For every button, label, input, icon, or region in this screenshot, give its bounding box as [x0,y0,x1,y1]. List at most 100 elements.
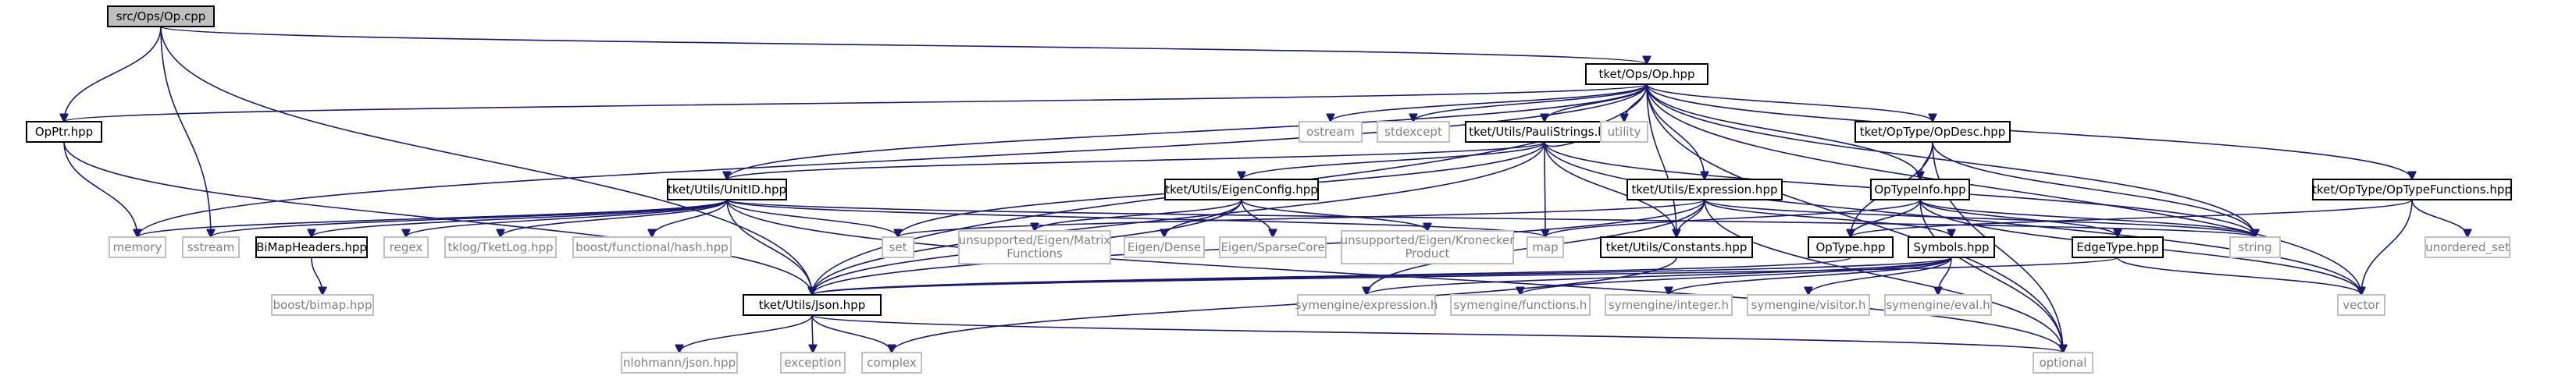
edge-eigencfg-to-eigensparse [1241,199,1273,237]
node-label: exception [784,356,841,370]
node-tket-utils-unitid-hpp[interactable]: tket/Utils/UnitID.hpp [667,179,787,200]
node-label: tklog/TketLog.hpp [447,240,553,254]
node-label: tket/OpType/OpTypeFunctions.hpp [2312,183,2512,197]
edge-unitid-to-set [726,199,898,237]
edge-optypefn-to-unordset [2411,199,2467,237]
edge-ophpp-to-stdexcept [1413,83,1648,122]
node-ostream: ostream [1299,121,1363,143]
node-box [444,236,557,258]
node-tket-utils-eigenconfig-hpp[interactable]: tket/Utils/EigenConfig.hpp [1164,179,1319,200]
node-label: symengine/integer.h [1609,298,1729,312]
edge-pauli-to-vector [1544,141,2361,295]
node-tket-optype-optypefunctions-hpp[interactable]: tket/OpType/OpTypeFunctions.hpp [2312,179,2512,200]
node-label: set [889,240,907,254]
node-box [1297,294,1436,316]
edge-optypeinfo-to-map [1545,199,1921,238]
node-box [667,179,787,200]
node-tket-utils-constants-hpp[interactable]: tket/Utils/Constants.hpp [1600,236,1753,258]
node-tket-optype-opdesc-hpp[interactable]: tket/OpType/OpDesc.hpp [1855,121,2011,143]
node-sstream: sstream [182,236,240,258]
node-label: unordered_set [2425,240,2510,255]
node-box [2425,236,2510,258]
node-box [1908,236,1995,258]
edge-expression-to-set [898,199,1705,237]
node-tket-utils-expression-hpp[interactable]: tket/Utils/Expression.hpp [1626,179,1783,200]
node-box [271,294,374,316]
node-box [1164,179,1319,200]
node-utility: utility [1600,121,1648,143]
node-regex: regex [383,236,429,258]
node-box [1585,63,1708,85]
node-tklog-tketlog-hpp: tklog/TketLog.hpp [444,236,557,258]
node-box [1600,121,1648,143]
edge-unitid-to-tketlog [501,199,728,237]
edge-ophpp-to-unitid [727,83,1648,179]
node-nlohmann-json-hpp: nlohmann/json.hpp [621,352,738,374]
node-tket-utils-json-hpp[interactable]: tket/Utils/Json.hpp [743,294,882,316]
edge-ophpp-to-constants [1646,83,1676,237]
edge-edgetype-to-json [812,257,2118,295]
node-box [1527,236,1564,258]
node-box [2072,236,2164,258]
node-label: src/Ops/Op.cpp [116,9,206,23]
edge-unitid-to-json [726,199,812,295]
node-label: ostream [1306,125,1355,139]
edge-symbols-to-symeval [1938,257,1952,295]
edge-bimaph-to-bimap [311,257,322,295]
edge-ophpp-to-opdesc [1646,83,1933,122]
edge-eigencfg-to-eigendense [1164,199,1242,237]
node-box [109,236,166,258]
edge-expression-to-string [1704,199,2255,238]
node-eigen-sparsecore: Eigen/SparseCore [1219,236,1327,258]
edge-opdesc-to-optypeinfo [1920,141,1933,179]
node-src-ops-op-cpp[interactable]: src/Ops/Op.cpp [107,5,215,27]
node-vector: vector [2337,294,2385,316]
edge-json-to-exception [812,314,813,353]
edge-json-to-nlohmann [679,314,813,353]
node-bimapheaders-hpp[interactable]: BiMapHeaders.hpp [255,236,368,258]
edge-opptr-to-memory [63,141,137,237]
node-box [383,236,429,258]
node-edgetype-hpp[interactable]: EdgeType.hpp [2072,236,2164,258]
node-optypeinfo-hpp[interactable]: OpTypeInfo.hpp [1870,179,1970,200]
node-label: tket/Ops/Op.hpp [1598,67,1694,81]
node-box [26,121,102,143]
node-tket-utils-paulistrings-hpp[interactable]: tket/Utils/PauliStrings.hpp [1465,121,1624,143]
node-box [882,236,914,258]
node-symbols-hpp[interactable]: Symbols.hpp [1908,236,1995,258]
node-label: symengine/eval.h [1886,298,1990,312]
edge-ophpp-to-optional [1646,83,2063,353]
node-box [182,236,240,258]
node-box [743,294,882,316]
node-opptr-hpp[interactable]: OpPtr.hpp [26,121,102,143]
node-label: optional [2040,356,2087,370]
node-memory: memory [109,236,166,258]
node-label: symengine/visitor.h [1751,298,1866,312]
node-label: boost/bimap.hpp [273,298,372,312]
node-optype-hpp[interactable]: OpType.hpp [1808,236,1894,258]
node-boost-bimap-hpp: boost/bimap.hpp [271,294,374,316]
edges-layer [63,26,2467,353]
edge-optypeinfo-to-string [1919,199,2255,238]
node-unordered-set: unordered_set [2425,236,2510,258]
edge-symbols-to-symint [1669,257,1952,295]
node-box [2337,294,2385,316]
node-box [2312,179,2512,200]
node-label: OpType.hpp [1815,240,1885,254]
node-label: tket/Utils/UnitID.hpp [668,183,786,197]
node-boost-functional-hash-hpp: boost/functional/hash.hpp [572,236,732,258]
node-label: tket/Utils/Expression.hpp [1631,183,1777,197]
node-label: symengine/functions.h [1454,298,1587,312]
node-label: complex [867,356,917,370]
node-symengine-integer-h: symengine/integer.h [1605,294,1733,316]
node-symengine-functions-h: symengine/functions.h [1450,294,1591,316]
edge-symbols-to-symvis [1808,257,1952,295]
node-box [1855,121,2011,143]
node-label: OpTypeInfo.hpp [1874,183,1965,197]
node-label: boost/functional/hash.hpp [575,240,729,254]
edge-json-to-optional [811,314,2063,353]
node-tket-ops-op-hpp[interactable]: tket/Ops/Op.hpp [1585,63,1708,85]
